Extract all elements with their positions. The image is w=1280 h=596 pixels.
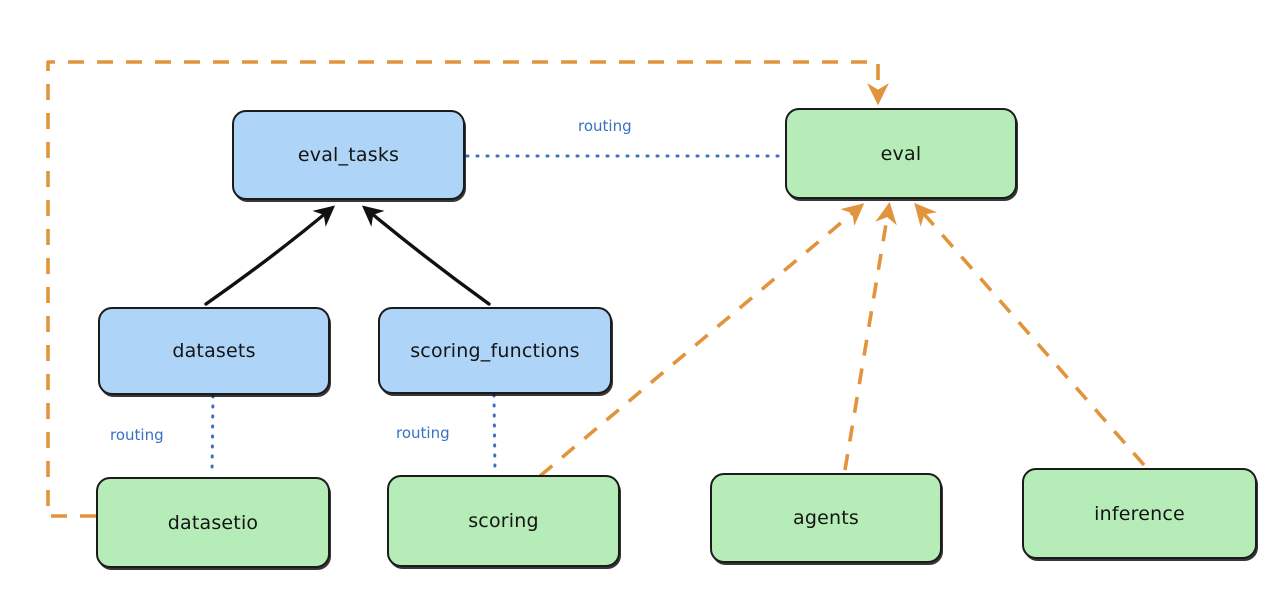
node-label: eval bbox=[880, 142, 922, 165]
node-label: datasets bbox=[172, 340, 256, 362]
edge-label-routing-datasets: routing bbox=[110, 426, 164, 444]
node-inference[interactable]: inference bbox=[1022, 468, 1257, 559]
edge-inference-to-eval bbox=[914, 202, 1146, 467]
edge-scoring-functions-to-scoring bbox=[492, 393, 497, 475]
edge-scoring-functions-to-eval-tasks bbox=[361, 205, 491, 306]
edge-label-routing-scoring-functions: routing bbox=[396, 424, 450, 442]
node-agents[interactable]: agents bbox=[710, 473, 942, 563]
node-label: inference bbox=[1094, 502, 1185, 525]
node-datasets[interactable]: datasets bbox=[98, 307, 330, 395]
node-label: eval_tasks bbox=[297, 144, 400, 166]
node-label: scoring_functions bbox=[410, 339, 580, 362]
edge-datasets-to-eval-tasks bbox=[204, 205, 336, 306]
edge-agents-to-eval bbox=[843, 201, 897, 471]
node-scoring-functions[interactable]: scoring_functions bbox=[378, 307, 612, 394]
node-label: agents bbox=[793, 507, 859, 529]
edge-datasets-to-datasetio bbox=[210, 394, 215, 477]
node-eval-tasks[interactable]: eval_tasks bbox=[232, 110, 465, 200]
node-scoring[interactable]: scoring bbox=[387, 475, 620, 567]
edge-label-routing-eval-tasks: routing bbox=[578, 117, 632, 135]
node-label: datasetio bbox=[167, 511, 259, 534]
node-label: scoring bbox=[468, 510, 539, 532]
node-eval[interactable]: eval bbox=[785, 108, 1017, 199]
node-datasetio[interactable]: datasetio bbox=[96, 477, 330, 568]
